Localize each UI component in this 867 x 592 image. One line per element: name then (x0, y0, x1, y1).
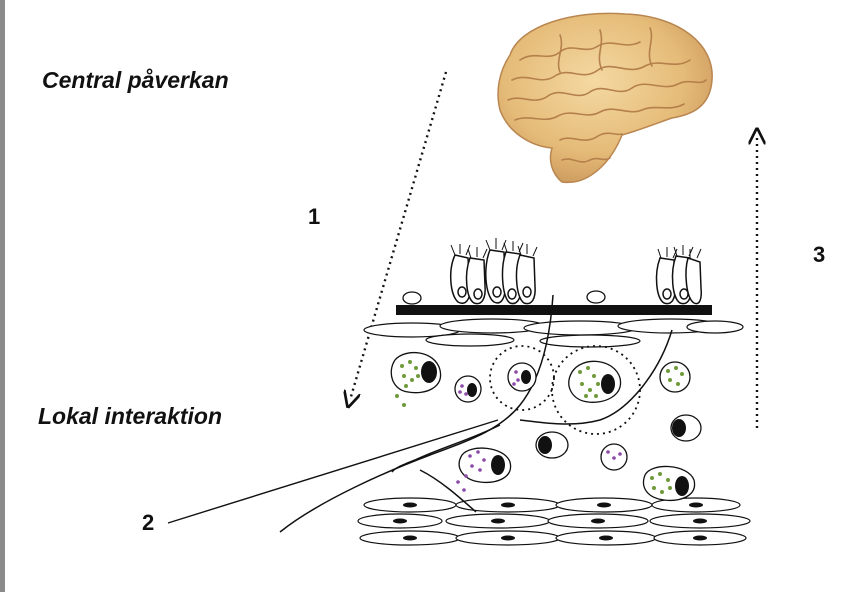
upper-cell-layer (364, 319, 743, 347)
granulated-cells (391, 353, 701, 501)
hair-cell-group (451, 250, 702, 304)
brain-icon (498, 13, 712, 182)
label-central: Central påverkan (42, 67, 229, 93)
left-border (0, 0, 5, 592)
basement-membrane (396, 305, 712, 315)
label-step-1: 1 (308, 204, 320, 229)
label-step-3: 3 (813, 242, 825, 267)
label-local: Lokal interaktion (38, 403, 222, 429)
arrow-1 (350, 72, 446, 400)
label-step-2: 2 (142, 510, 154, 535)
